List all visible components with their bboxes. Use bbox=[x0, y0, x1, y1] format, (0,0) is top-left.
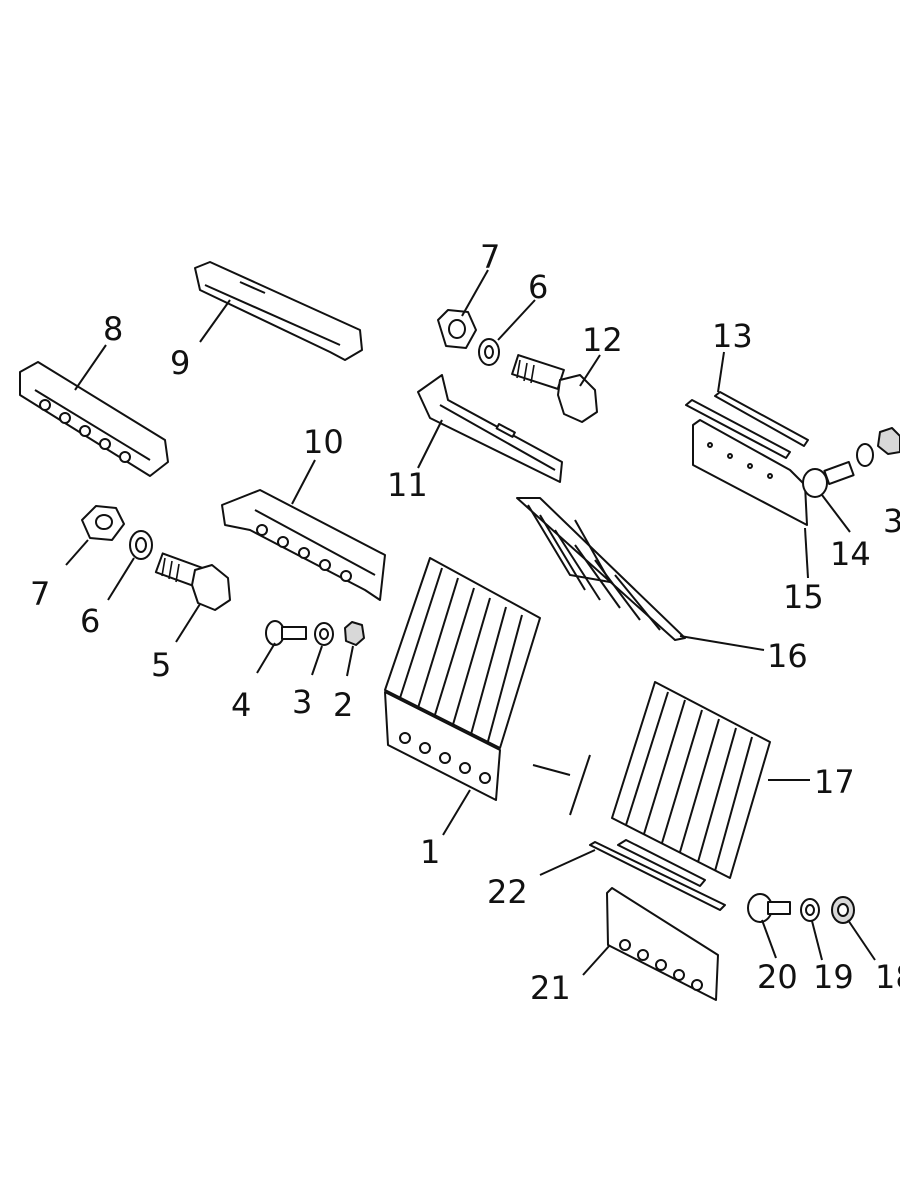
part-7-nut-left bbox=[81, 505, 125, 541]
callout-10: 10 bbox=[303, 423, 344, 461]
callout-labels: 1 2 3 3 4 5 6 6 7 7 8 9 10 11 12 13 14 1… bbox=[30, 238, 900, 1007]
part-3-washer bbox=[314, 622, 334, 646]
part-17-grating bbox=[611, 681, 771, 879]
callout-12: 12 bbox=[582, 321, 623, 359]
part-5-bolt-left bbox=[154, 552, 231, 611]
callout-5: 5 bbox=[151, 646, 171, 684]
callout-21: 21 bbox=[530, 969, 571, 1007]
callout-16: 16 bbox=[767, 637, 808, 675]
callout-7-left: 7 bbox=[30, 575, 50, 613]
callout-6-upper: 6 bbox=[528, 268, 548, 306]
callout-3: 3 bbox=[292, 683, 312, 721]
part-12-bolt bbox=[511, 354, 598, 423]
callout-11: 11 bbox=[387, 466, 428, 504]
part-21-plate bbox=[606, 887, 719, 1001]
assembly-arrow bbox=[532, 754, 591, 816]
part-19-washer bbox=[800, 898, 820, 922]
part-14-bolt bbox=[802, 460, 855, 498]
part-15-plate bbox=[685, 399, 808, 526]
part-13-strip bbox=[714, 391, 809, 447]
part-10-bracket bbox=[221, 489, 386, 601]
callout-1: 1 bbox=[420, 833, 440, 871]
callout-8: 8 bbox=[103, 310, 123, 348]
callout-3-right: 3 bbox=[883, 502, 900, 540]
callout-14: 14 bbox=[830, 535, 871, 573]
callout-15: 15 bbox=[783, 578, 824, 616]
part-8-channel bbox=[19, 361, 169, 477]
part-2-nut bbox=[344, 621, 365, 646]
leader-lines bbox=[65, 269, 876, 976]
part-6-washer-left bbox=[129, 530, 153, 560]
callout-17: 17 bbox=[814, 763, 855, 801]
callout-6-left: 6 bbox=[80, 602, 100, 640]
callout-19: 19 bbox=[813, 958, 854, 996]
part-3-washer-right bbox=[856, 443, 874, 467]
callout-2: 2 bbox=[333, 686, 353, 724]
callout-13: 13 bbox=[712, 317, 753, 355]
part-4-bolt-small bbox=[265, 620, 307, 646]
part-11-angle bbox=[417, 374, 563, 483]
callout-9: 9 bbox=[170, 344, 190, 382]
callout-20: 20 bbox=[757, 958, 798, 996]
part-18-nut bbox=[831, 896, 855, 924]
callout-4: 4 bbox=[231, 686, 251, 724]
part-20-bolt bbox=[747, 893, 791, 923]
part-1-grating bbox=[384, 557, 541, 801]
callout-18: 18 bbox=[875, 958, 900, 996]
part-9-rail bbox=[194, 261, 363, 361]
part-22-strip bbox=[589, 839, 726, 911]
part-6-washer-upper bbox=[478, 338, 500, 366]
callout-22: 22 bbox=[487, 873, 528, 911]
part-7-nut-upper bbox=[437, 309, 477, 349]
nut-right-edge bbox=[877, 427, 900, 455]
part-16-slat-panel bbox=[516, 497, 686, 641]
callout-7-upper: 7 bbox=[480, 238, 500, 276]
